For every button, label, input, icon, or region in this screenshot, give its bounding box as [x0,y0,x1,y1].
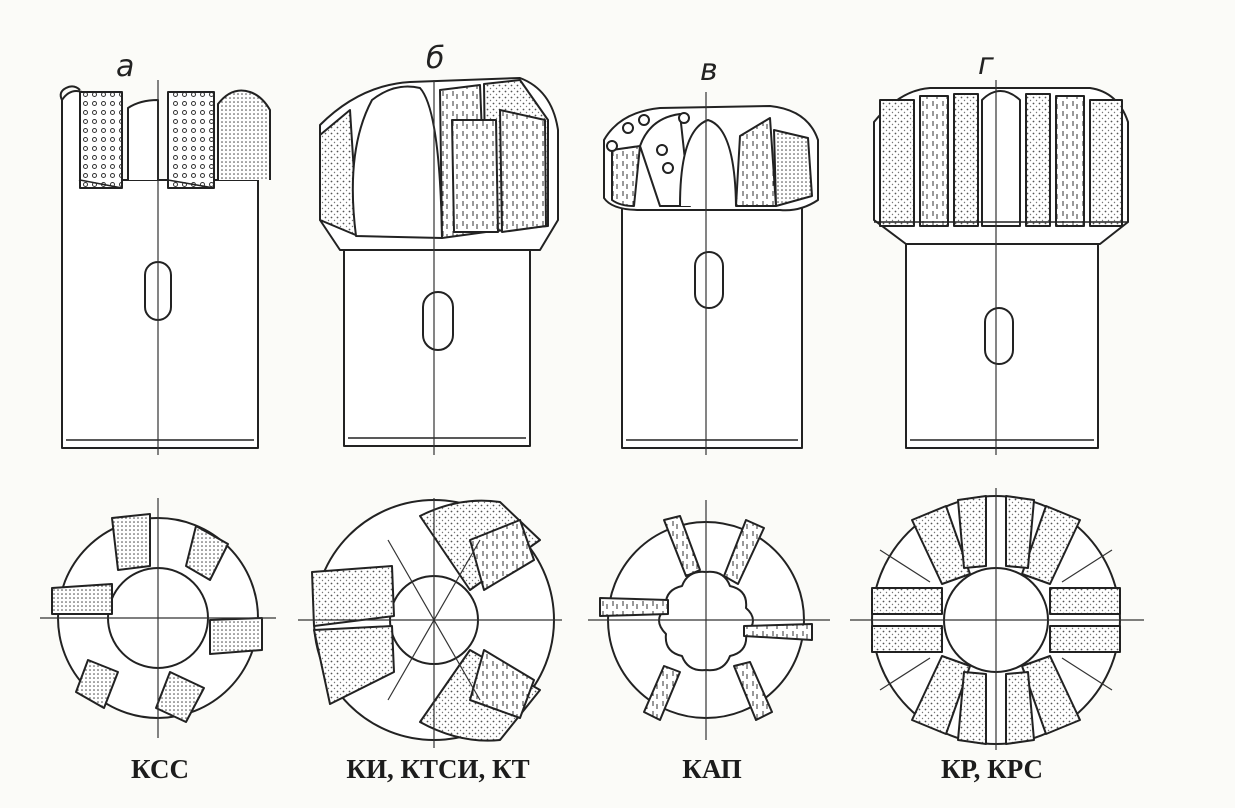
panel-d-letter: г [978,47,994,82]
axis-lines [40,80,1144,750]
panel-a-caption: КСС [131,754,189,784]
bit-b-side-view [319,77,559,447]
panel-b-caption: КИ, КТСИ, КТ [346,754,530,784]
panel-c-caption: КАП [682,754,742,784]
bit-c-side-view [603,105,819,449]
panel-c-letter: в [700,53,718,88]
panel-d-caption: КР, КРС [940,754,1044,784]
panel-a-letter: а [116,49,135,84]
bit-a-side-view [59,85,271,449]
panel-b-letter: б [426,41,445,76]
bit-d-side-view [873,87,1129,449]
